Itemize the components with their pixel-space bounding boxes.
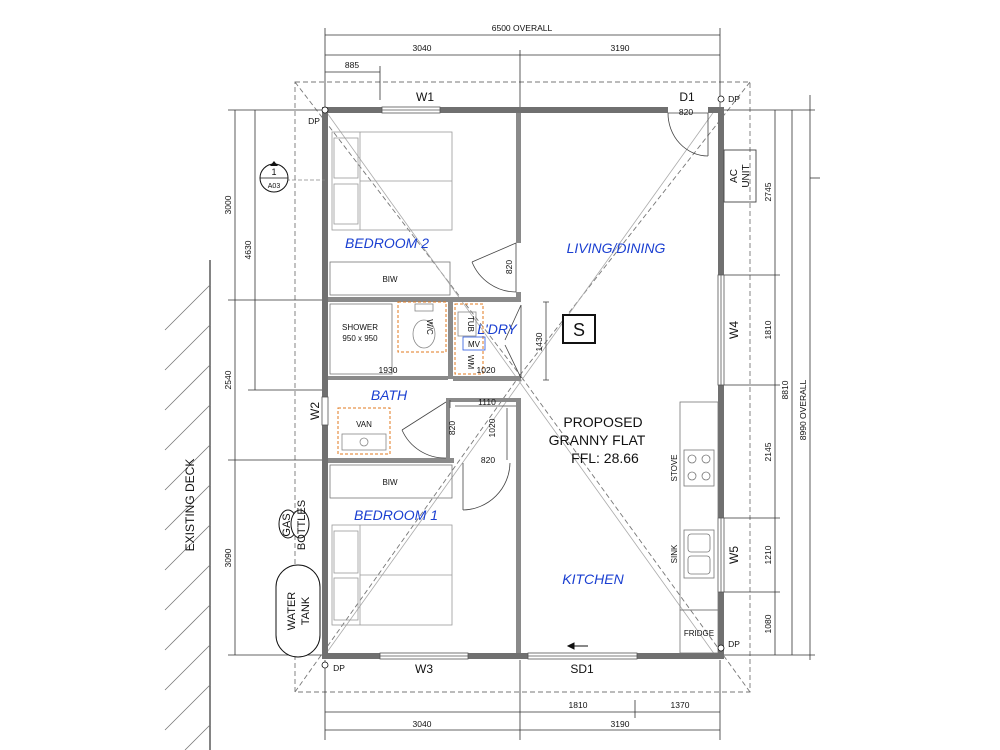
dim-bath-width: 1930: [379, 365, 398, 375]
dim-right-c: 2145: [763, 442, 773, 461]
dim-sd-right: 1370: [671, 700, 690, 710]
shower-size: 950 x 950: [342, 334, 378, 343]
sliding-door-arrow: [566, 642, 588, 650]
door-size-d1: 820: [679, 107, 693, 117]
section-marker: [259, 161, 325, 193]
room-bedroom-1: BEDROOM 1: [354, 507, 438, 523]
dp-label-bl: DP: [333, 663, 345, 673]
section-marker-number: 1: [271, 167, 276, 177]
shower: [329, 303, 393, 375]
wc-label: W/C: [425, 319, 434, 335]
tub-label: TUB: [466, 316, 475, 332]
gas-bottles: [278, 509, 310, 539]
ac-unit-label-2: UNIT: [741, 164, 752, 187]
dp-label-tl: DP: [308, 116, 320, 126]
door-size-bed2: 820: [504, 260, 514, 274]
sink-label: SINK: [670, 544, 679, 563]
title-line-3: FFL: 28.66: [571, 450, 639, 466]
ac-unit-label-1: AC: [729, 169, 740, 183]
dim-top-right: 3190: [611, 43, 630, 53]
room-bedroom-2: BEDROOM 2: [345, 235, 429, 251]
existing-deck-label: EXISTING DECK: [183, 459, 197, 552]
windows: [321, 106, 725, 660]
dim-overall-depth: 8990 OVERALL: [798, 379, 808, 440]
window-w5-label: W5: [727, 546, 741, 564]
left-dimensions: [228, 109, 325, 656]
dp-label-tr: DP: [728, 94, 740, 104]
title-line-2: GRANNY FLAT: [549, 432, 646, 448]
smoke-detector: [562, 314, 596, 344]
dim-right-a: 2745: [763, 182, 773, 201]
stove-label: STOVE: [670, 455, 679, 482]
dim-bottom-left: 3040: [413, 719, 432, 729]
door-size-bed1: 820: [481, 455, 495, 465]
door-d1-label: D1: [679, 90, 695, 104]
bed-bedroom-1: [331, 524, 453, 626]
laundry-fixtures: [454, 303, 486, 375]
right-dimensions: [720, 95, 820, 660]
robe-bedroom-2: [329, 261, 451, 296]
window-w4-label: W4: [727, 321, 741, 339]
bed-bedroom-2: [331, 131, 453, 231]
bottom-dimensions: [324, 660, 721, 740]
vanity: [337, 407, 391, 455]
title-line-1: PROPOSED: [563, 414, 642, 430]
dim-overall-width: 6500 OVERALL: [492, 23, 553, 33]
wc: [397, 301, 447, 353]
dim-laundry-height: 1430: [534, 332, 544, 351]
dim-laundry-width: 1020: [477, 365, 496, 375]
dim-left-d: 3090: [223, 548, 233, 567]
dim-top-small: 885: [345, 60, 359, 70]
downpipes: [321, 95, 725, 669]
shower-label: SHOWER: [342, 323, 378, 332]
vanity-label: VAN: [356, 420, 372, 429]
fridge-label: FRIDGE: [684, 629, 714, 638]
gas-label-1: GAS: [281, 513, 293, 536]
existing-deck: [164, 260, 211, 750]
mv-label: MV: [468, 340, 481, 349]
dim-sd-left: 1810: [569, 700, 588, 710]
door-sd1-label: SD1: [570, 662, 594, 676]
top-dimensions: [324, 28, 721, 110]
dim-right-d: 1210: [763, 545, 773, 564]
dim-bottom-right: 3190: [611, 719, 630, 729]
room-kitchen: KITCHEN: [562, 571, 624, 587]
tank-label-2: TANK: [300, 596, 312, 625]
exterior-walls: [322, 107, 724, 659]
dim-left-b: 4630: [243, 240, 253, 259]
dp-label-br: DP: [728, 639, 740, 649]
room-living-dining: LIVING/DINING: [567, 240, 666, 256]
tank-label-1: WATER: [286, 592, 298, 631]
room-bath: BATH: [371, 387, 408, 403]
window-w1-label: W1: [416, 90, 434, 104]
gas-label-2: BOTTLES: [296, 500, 308, 550]
door-size-bath: 820: [447, 421, 457, 435]
smoke-detector-label: S: [573, 320, 585, 340]
section-marker-sheet: A03: [268, 183, 281, 190]
dim-top-left: 3040: [413, 43, 432, 53]
robe-bedroom-1: [329, 464, 453, 499]
dim-left-c: 2540: [223, 370, 233, 389]
wm-label: WM: [466, 355, 475, 370]
dim-left-a: 3000: [223, 195, 233, 214]
dim-right-b: 1810: [763, 320, 773, 339]
dim-right-e: 1080: [763, 614, 773, 633]
ac-unit: [723, 149, 757, 203]
window-w2-label: W2: [308, 402, 322, 420]
door-swings: [401, 112, 709, 511]
room-laundry: L'DRY: [477, 321, 518, 337]
robe-bedroom-1-label: BIW: [382, 478, 398, 487]
dim-right-f: 8810: [780, 380, 790, 399]
robe-bedroom-2-label: BIW: [382, 275, 398, 284]
interior-walls: [328, 113, 521, 653]
dim-hall-width: 1110: [478, 397, 496, 407]
roof-outline: [294, 81, 751, 693]
kitchen-bench: [679, 401, 719, 654]
dim-hall-height: 1020: [487, 418, 497, 437]
window-w3-label: W3: [415, 662, 433, 676]
water-tank: [275, 564, 321, 658]
